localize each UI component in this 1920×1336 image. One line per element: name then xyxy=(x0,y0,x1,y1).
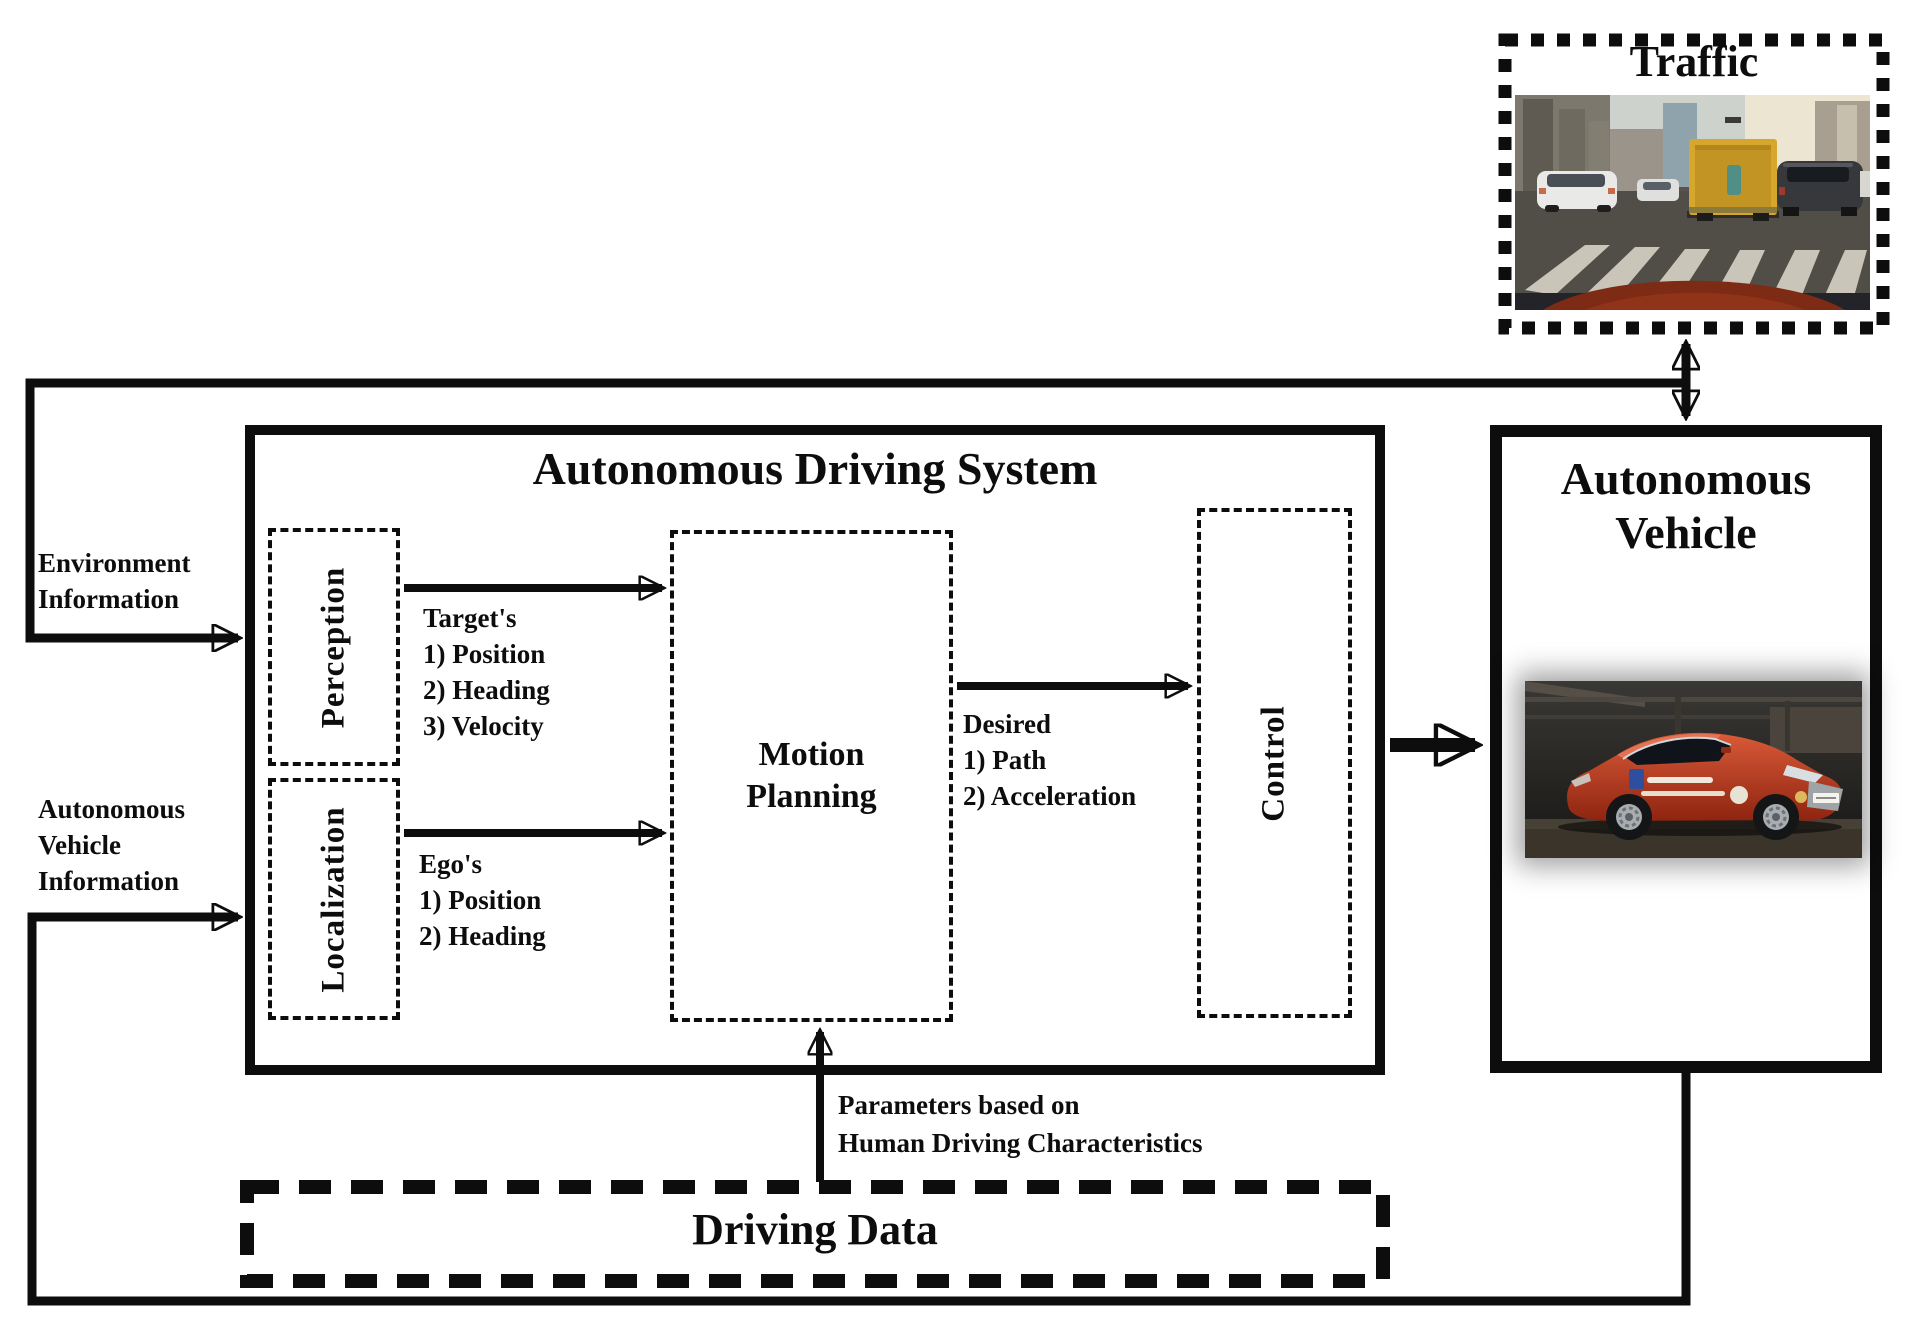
traffic-title: Traffic xyxy=(1629,37,1759,86)
label-line: 2) Heading xyxy=(423,675,550,705)
motion-planning-label: Motion Planning xyxy=(746,736,877,815)
control-box: Control xyxy=(1197,508,1352,1018)
rear-wheel xyxy=(1606,794,1652,840)
label-line: Autonomous xyxy=(38,794,186,824)
perception-label: Perception xyxy=(315,566,352,728)
environment-information-label: Environment Information xyxy=(38,545,191,617)
driving-data-box xyxy=(240,1180,1390,1288)
front-wheel xyxy=(1753,794,1799,840)
control-label: Control xyxy=(1256,704,1292,822)
label-line: Parameters based on xyxy=(838,1090,1080,1120)
label-line: 1) Position xyxy=(419,885,542,915)
parameters-label: Parameters based on Human Driving Charac… xyxy=(838,1086,1202,1162)
ego-outputs-label: Ego's 1) Position 2) Heading xyxy=(419,846,546,954)
driving-data-dashed-border xyxy=(240,1180,1390,1288)
autonomous-vehicle-information-label: Autonomous Vehicle Information xyxy=(38,791,185,899)
ads-title: Autonomous Driving System xyxy=(532,443,1098,494)
label-line: 3) Velocity xyxy=(423,711,544,741)
label-line: Information xyxy=(38,866,179,896)
white-car xyxy=(1537,171,1617,212)
localization-box: Localization xyxy=(268,778,400,1020)
dark-suv xyxy=(1777,161,1863,216)
label-line: 1) Position xyxy=(423,639,546,669)
target-outputs-label: Target's 1) Position 2) Heading 3) Veloc… xyxy=(423,600,550,744)
label-line: Ego's xyxy=(419,849,483,879)
red-autonomous-test-car-photo xyxy=(1525,681,1862,858)
perception-box: Perception xyxy=(268,528,400,766)
label-line: Target's xyxy=(423,603,517,633)
autonomous-vehicle-box xyxy=(1490,425,1882,1073)
localization-label: Localization xyxy=(315,805,352,993)
label-line: 2) Heading xyxy=(419,921,546,951)
ads-box xyxy=(245,425,1385,1075)
motion-planning-box: Motion Planning xyxy=(670,530,953,1022)
label-line: Vehicle xyxy=(38,830,121,860)
traffic-box-dotted-border xyxy=(1498,33,1890,335)
yellow-truck xyxy=(1687,139,1779,221)
label-line: Desired xyxy=(963,709,1051,739)
label-line: 1) Path xyxy=(963,745,1047,775)
label-line: Information xyxy=(38,584,179,614)
desired-outputs-label: Desired 1) Path 2) Acceleration xyxy=(963,706,1136,814)
label-line: 2) Acceleration xyxy=(963,781,1137,811)
label-line: Human Driving Characteristics xyxy=(838,1128,1203,1158)
driving-data-title: Driving Data xyxy=(692,1205,938,1254)
autonomous-vehicle-title: Autonomous Vehicle xyxy=(1560,453,1812,558)
traffic-box xyxy=(1498,33,1890,335)
label-line: Environment xyxy=(38,548,191,578)
dashcam-traffic-scene-photo xyxy=(1515,95,1870,310)
